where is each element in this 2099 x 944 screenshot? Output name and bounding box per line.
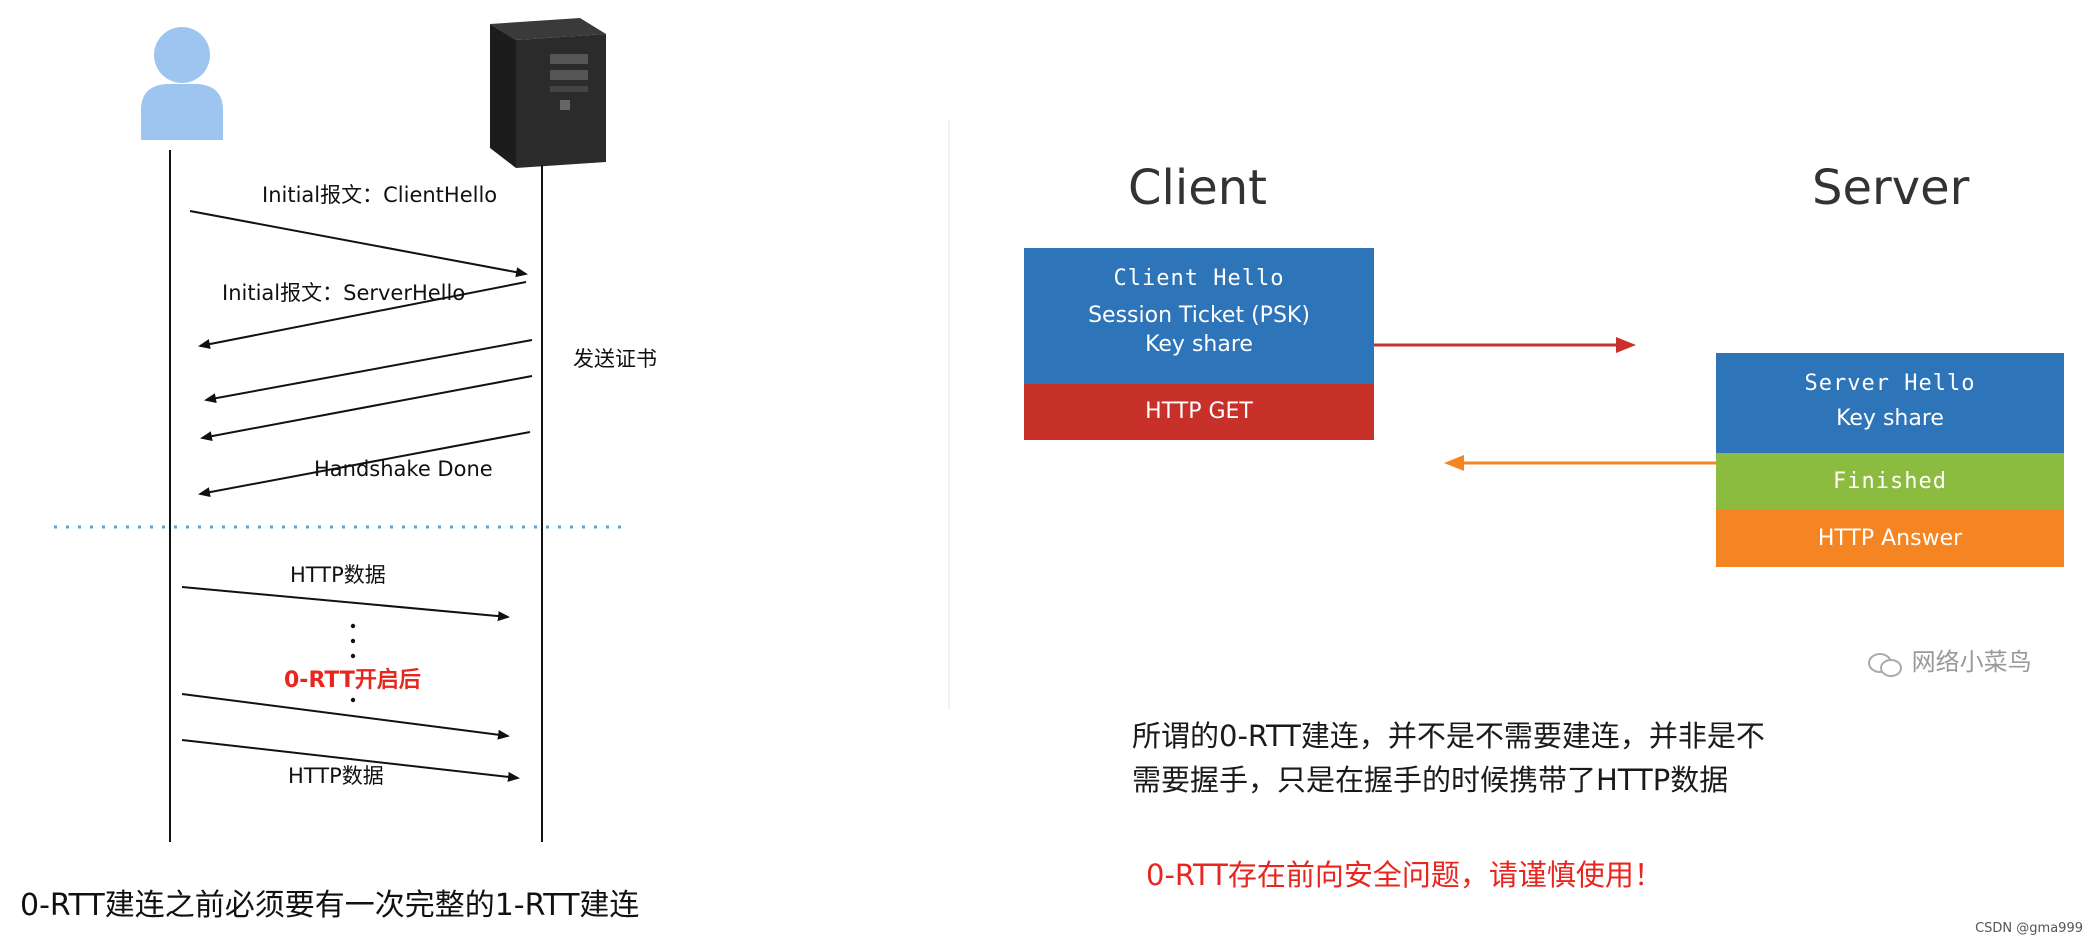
- arrow-cert-1: [204, 339, 533, 404]
- panel-divider: [948, 120, 950, 710]
- client-hello-block: Client Hello Session Ticket (PSK) Key sh…: [1024, 248, 1374, 384]
- watermark-text: 网络小菜鸟: [1911, 648, 2032, 676]
- label-send-cert: 发送证书: [573, 347, 657, 371]
- label-handshake-done: Handshake Done: [314, 457, 493, 481]
- client-hello-label: Client Hello: [1113, 266, 1285, 291]
- server-icon: [490, 18, 606, 168]
- zero-rtt-note: 所谓的0-RTT建连，并不是不需要建连，并非是不 需要握手，只是在握手的时候携带…: [1132, 714, 1765, 802]
- arrow-server-to-client-head: [1444, 455, 1464, 471]
- security-warning: 0-RTT存在前向安全问题，请谨慎使用！: [1146, 858, 1663, 892]
- label-client-hello: Initial报文：ClientHello: [262, 183, 497, 207]
- label-http-data-1: HTTP数据: [290, 563, 386, 587]
- http-answer-label: HTTP Answer: [1817, 526, 1963, 551]
- client-key-share-label: Key share: [1145, 332, 1253, 357]
- watermark: 网络小菜鸟: [1868, 642, 2032, 677]
- arrow-handshake-done: [198, 431, 531, 498]
- http-answer-block: HTTP Answer: [1716, 510, 2064, 567]
- arrow-http-data-3: [181, 739, 520, 782]
- arrow-client-hello: [189, 210, 528, 278]
- user-icon: [141, 27, 223, 140]
- finished-label: Finished: [1833, 469, 1947, 494]
- client-title: Client: [1128, 160, 1267, 216]
- session-ticket-label: Session Ticket (PSK): [1088, 303, 1310, 328]
- zero-rtt-note-line-1: 所谓的0-RTT建连，并不是不需要建连，并非是不: [1132, 719, 1765, 753]
- arrow-cert-2: [200, 375, 533, 442]
- arrow-client-to-server-head: [1616, 337, 1636, 353]
- label-zero-rtt-enabled: 0-RTT开启后: [284, 667, 421, 693]
- label-server-hello: Initial报文：ServerHello: [222, 281, 465, 305]
- server-hello-label: Server Hello: [1804, 371, 1976, 396]
- http-get-label: HTTP GET: [1145, 399, 1253, 424]
- left-sequence-diagram: Initial报文：ClientHello Initial报文：ServerHe…: [54, 18, 657, 842]
- wechat-icon: [1868, 651, 1904, 677]
- server-title: Server: [1812, 160, 1970, 216]
- arrow-http-data-2: [181, 693, 510, 740]
- ellipsis-dots: [350, 623, 356, 703]
- zero-rtt-note-line-2: 需要握手，只是在握手的时候携带了HTTP数据: [1132, 763, 1729, 797]
- label-http-data-2: HTTP数据: [288, 764, 384, 788]
- http-get-block: HTTP GET: [1024, 384, 1374, 440]
- server-hello-block: Server Hello Key share: [1716, 353, 2064, 453]
- server-key-share-label: Key share: [1836, 406, 1944, 431]
- arrow-server-hello: [198, 281, 527, 349]
- arrow-http-data-1: [181, 586, 510, 622]
- left-caption: 0-RTT建连之前必须要有一次完整的1-RTT建连: [20, 888, 640, 923]
- finished-block: Finished: [1716, 453, 2064, 510]
- credit-watermark: CSDN @gma999: [1975, 921, 2083, 936]
